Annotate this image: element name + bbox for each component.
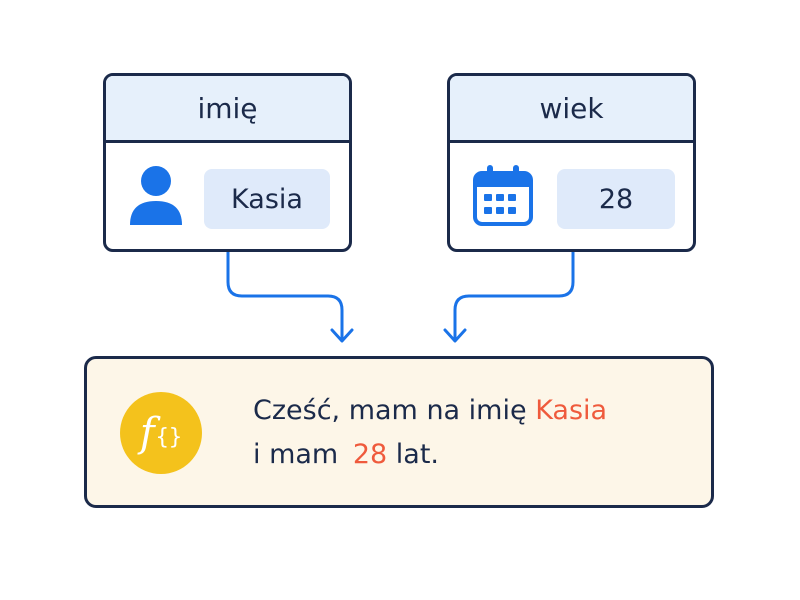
output-line-1-text: Cześć, mam na imię [253, 395, 527, 426]
calendar-icon [473, 165, 533, 226]
arrowhead-name [330, 328, 354, 343]
user-icon [130, 166, 182, 225]
arrow-age-to-output [453, 250, 575, 342]
name-label: imię [106, 76, 349, 143]
age-variable-card: wiek 28 [447, 73, 696, 252]
age-card-body: 28 [450, 143, 693, 245]
output-line-2: i mam 28 lat. [253, 439, 439, 470]
output-line-2-suffix: lat. [395, 439, 439, 470]
age-label: wiek [450, 76, 693, 143]
output-age-value: 28 [352, 439, 388, 470]
function-icon: f{} [120, 392, 202, 474]
name-card-body: Kasia [106, 143, 349, 245]
output-line-1: Cześć, mam na imię Kasia [253, 395, 607, 426]
output-name-value: Kasia [535, 395, 608, 426]
age-value: 28 [557, 169, 675, 229]
arrow-name-to-output [226, 250, 344, 342]
output-box: f{} Cześć, mam na imię Kasia i mam 28 la… [84, 356, 714, 508]
arrowhead-age [443, 328, 467, 343]
output-line-2-text: i mam [253, 439, 339, 470]
name-value: Kasia [204, 169, 330, 229]
name-variable-card: imię Kasia [103, 73, 352, 252]
